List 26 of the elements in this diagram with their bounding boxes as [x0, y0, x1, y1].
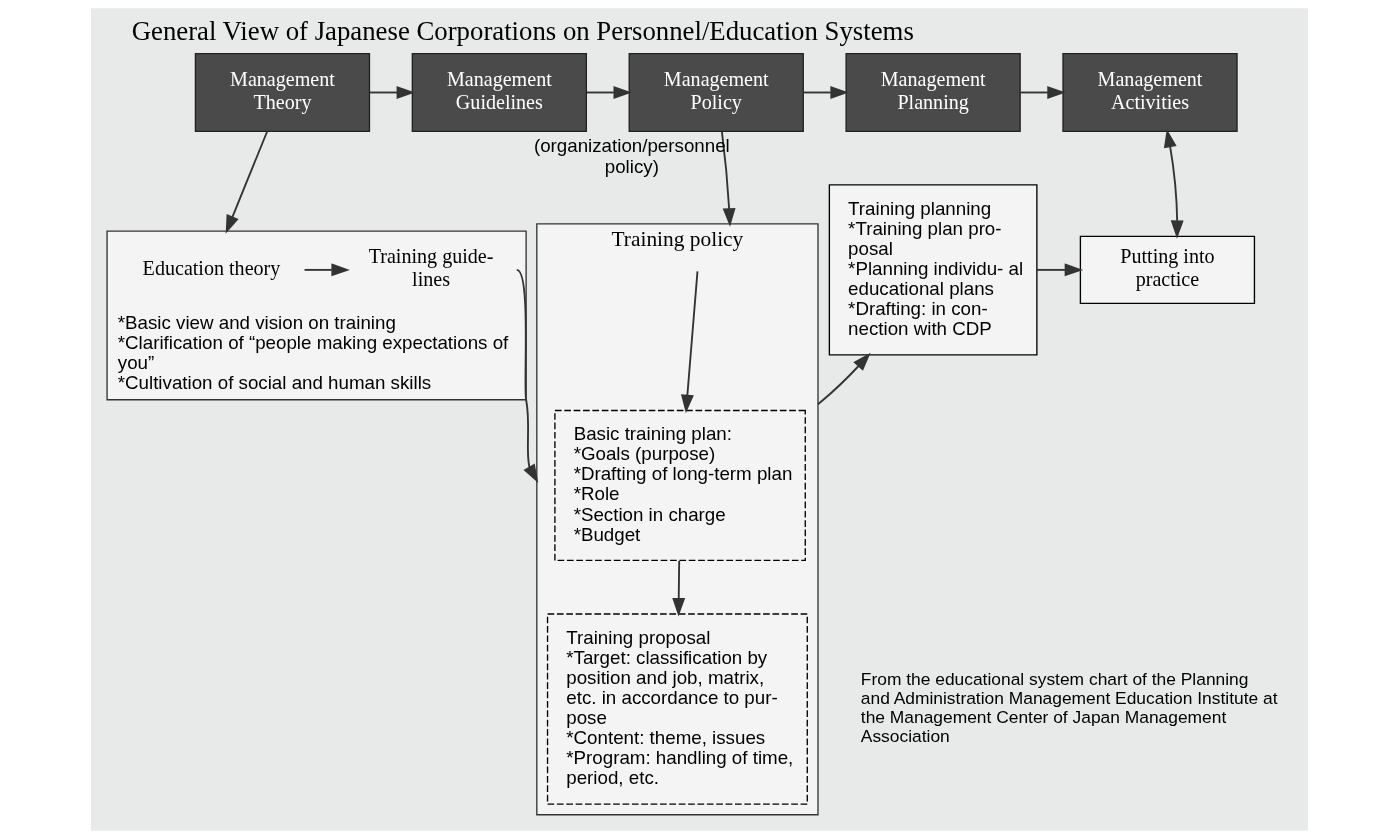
arrow — [515, 268, 538, 483]
node-text: Training guide- lines — [368, 245, 493, 290]
node-box: Management Planning — [844, 53, 1021, 132]
arrow — [368, 86, 415, 99]
arrow — [816, 352, 871, 406]
arrow — [303, 263, 350, 277]
node-box: Training proposal *Target: classification by position and job, matrix, etc. in accordance to pur- pose *Content: theme, issues *Program: handling of time, period, etc. — [546, 613, 808, 805]
arrow — [1163, 128, 1184, 239]
node-box: Putting into practice — [1079, 235, 1255, 305]
arrow — [585, 86, 632, 99]
arrow — [671, 560, 685, 617]
node-box: Management Policy — [628, 53, 804, 132]
arrow — [1035, 263, 1083, 277]
arrow — [680, 270, 698, 414]
node-box: Management Guidelines — [411, 53, 587, 132]
caption: From the educational system chart of the Planning and Administration Management Education Institute at the Management Center of Japan Management Association — [860, 669, 1277, 746]
node-text: Education theory — [142, 256, 280, 279]
arrow — [225, 130, 268, 234]
arrow — [802, 86, 849, 99]
arrow — [1018, 86, 1066, 99]
diagram-title: General View of Japanese Corporations on Personnel/Education Systems — [131, 16, 914, 47]
node-box: Training planning *Training plan pro- posal *Planning individu- al educational plans *Drafting: in con- nection with CDP — [828, 184, 1038, 356]
arrow — [720, 130, 736, 227]
node-box: Management Theory — [194, 53, 370, 132]
node-box: Management Activities — [1061, 53, 1238, 132]
node-box: Basic training plan: *Goals (purpose) *Drafting of long-term plan *Role *Section in charge *Budget — [553, 409, 806, 562]
